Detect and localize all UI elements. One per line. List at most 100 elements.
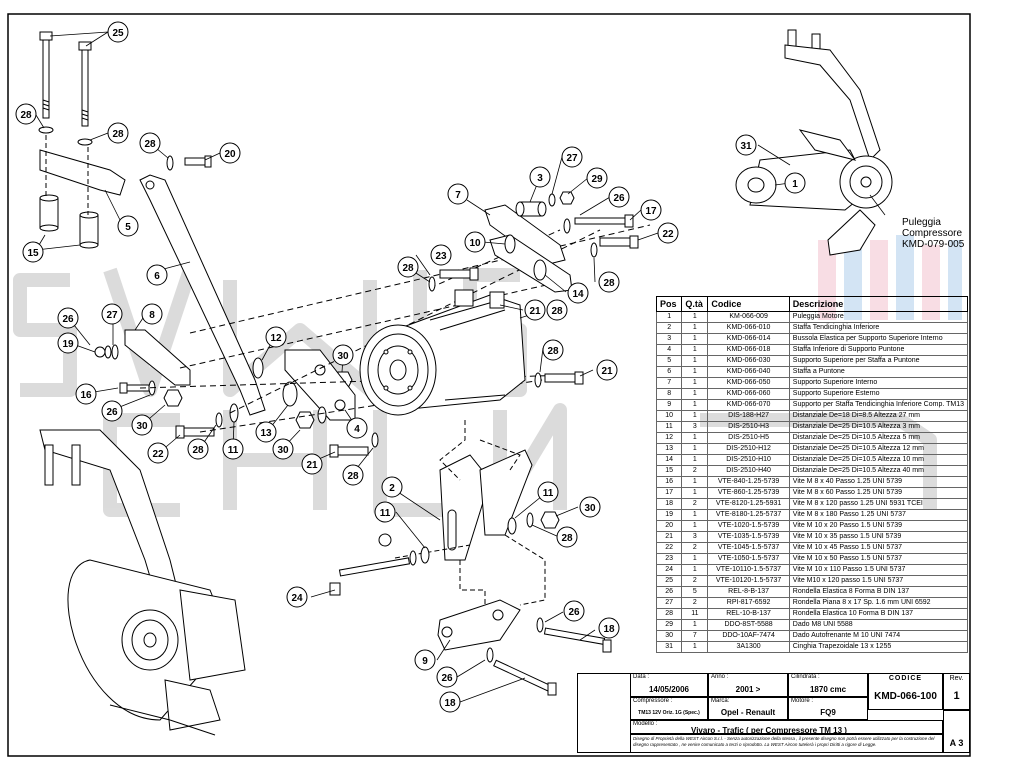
callout-labels: 25 28 28 28 20 5 15 6 8 26 27 19 16 26 3… (15, 21, 806, 713)
svg-text:28: 28 (603, 278, 615, 289)
callout-18: 18 (598, 617, 620, 639)
cell-pos: 31 (655, 641, 683, 653)
cell-code: VTE-1035-1.5-5739 (707, 531, 790, 543)
strut-6-hole (145, 180, 155, 190)
nut-29 (559, 191, 575, 205)
callout-28: 28 (342, 464, 364, 486)
cell-qty: 1 (681, 641, 709, 653)
svg-text:25: 25 (112, 28, 124, 39)
cell-pos: 26 (655, 586, 683, 598)
cell-pos: 16 (655, 476, 683, 488)
svg-text:1: 1 (792, 179, 798, 190)
cell-code: VTE-8120-1.25-5931 (707, 498, 790, 510)
cell-pos: 22 (655, 542, 683, 554)
slot (447, 509, 457, 551)
bolt-23 (439, 267, 479, 281)
callout-30: 30 (131, 414, 153, 436)
cell-qty: 1 (681, 333, 709, 345)
cell-pos: 28 (655, 608, 683, 620)
bolt-20 (184, 155, 212, 168)
callout-15: 15 (22, 241, 44, 263)
strut-6 (139, 174, 266, 416)
svg-text:11: 11 (380, 508, 391, 519)
callout-28: 28 (598, 271, 620, 293)
cell-code: DIS-188-H27 (707, 410, 790, 422)
cell-pos: 25 (655, 575, 683, 587)
cell-code: KMD-066-050 (707, 377, 790, 389)
cell-qty: 1 (681, 366, 709, 378)
washer-26 (563, 218, 571, 234)
callout-2: 2 (381, 476, 403, 498)
cell-qty: 1 (681, 399, 709, 411)
cell-description: Distanziale De=25 Di=10.5 Altezza 12 mm (788, 443, 969, 455)
revision-cell: Rev. 1 (943, 673, 970, 710)
cell-qty: 1 (681, 322, 709, 334)
cell-qty: 1 (681, 619, 709, 631)
cell-code: KMD-066-060 (707, 388, 790, 400)
revision-value: 1 (953, 690, 960, 702)
dashed-axes-upper-left (45, 135, 89, 215)
cell-code: DIS-2510-H5 (707, 432, 790, 444)
cell-code: DIS-2510-H40 (707, 465, 790, 477)
cell-code: DIS-2510-H3 (707, 421, 790, 433)
callout-28: 28 (542, 339, 564, 361)
cell-code: KMD-066-030 (707, 355, 790, 367)
callout-19: 19 (57, 332, 79, 354)
callout-28: 28 (187, 438, 209, 460)
cell-pos: 7 (655, 377, 683, 389)
cell-qty: 2 (681, 542, 709, 554)
svg-text:28: 28 (551, 306, 563, 317)
date-cell: Data : 14/05/2006 (630, 673, 708, 697)
date-label: Data : (633, 674, 650, 680)
cell-description: Distanziale De=25 Di=10.5 Altezza 5 mm (788, 432, 969, 444)
compressor (359, 289, 526, 416)
assembled-view-lower-left (39, 429, 246, 736)
support-9-hole (441, 626, 453, 638)
bracket-8 (124, 329, 191, 386)
spacer-14 (533, 259, 547, 281)
revision-label: Rev. (949, 675, 964, 682)
cell-pos: 21 (655, 531, 683, 543)
svg-text:28: 28 (561, 533, 573, 544)
svg-text:8: 8 (149, 310, 155, 321)
cell-qty: 1 (681, 410, 709, 422)
cell-pos: 4 (655, 344, 683, 356)
washer-28 (428, 276, 436, 292)
cell-description: Vite M 8 x 120 passo 1.25 UNI 5931 TCEI (788, 498, 969, 510)
svg-text:26: 26 (441, 673, 453, 684)
bolt-17 (574, 214, 634, 228)
cell-description: Vite M 8 x 60 Passo 1.25 UNI 5739 (788, 487, 969, 499)
callout-8: 8 (141, 303, 163, 325)
cell-code: VTE-1045-1.5-5737 (707, 542, 790, 554)
cell-qty: 1 (681, 388, 709, 400)
cell-description: Vite M10 x 120 passo 1.5 UNI 5737 (788, 575, 969, 587)
cell-code: VTE-10110-1.5-5737 (707, 564, 790, 576)
callout-26: 26 (563, 600, 585, 622)
cell-code: DIS-2510-H10 (707, 454, 790, 466)
cell-qty: 2 (681, 498, 709, 510)
spacer-3 (515, 201, 547, 217)
cell-pos: 5 (655, 355, 683, 367)
callout-17: 17 (640, 199, 662, 221)
cell-code: VTE-10120-1.5-5737 (707, 575, 790, 587)
washer-28 (215, 412, 223, 428)
nut-30 (540, 511, 560, 529)
bolt-22-upper (599, 235, 639, 249)
washer-27 (548, 193, 556, 207)
cell-pos: 1 (655, 311, 683, 323)
cell-code: KM-066-009 (707, 311, 790, 323)
callout-20: 20 (219, 142, 241, 164)
callout-4: 4 (346, 417, 368, 439)
cell-code: VTE-1050-1.5-5737 (707, 553, 790, 565)
callout-12: 12 (265, 326, 287, 348)
cell-code: VTE-1020-1.5-5739 (707, 520, 790, 532)
